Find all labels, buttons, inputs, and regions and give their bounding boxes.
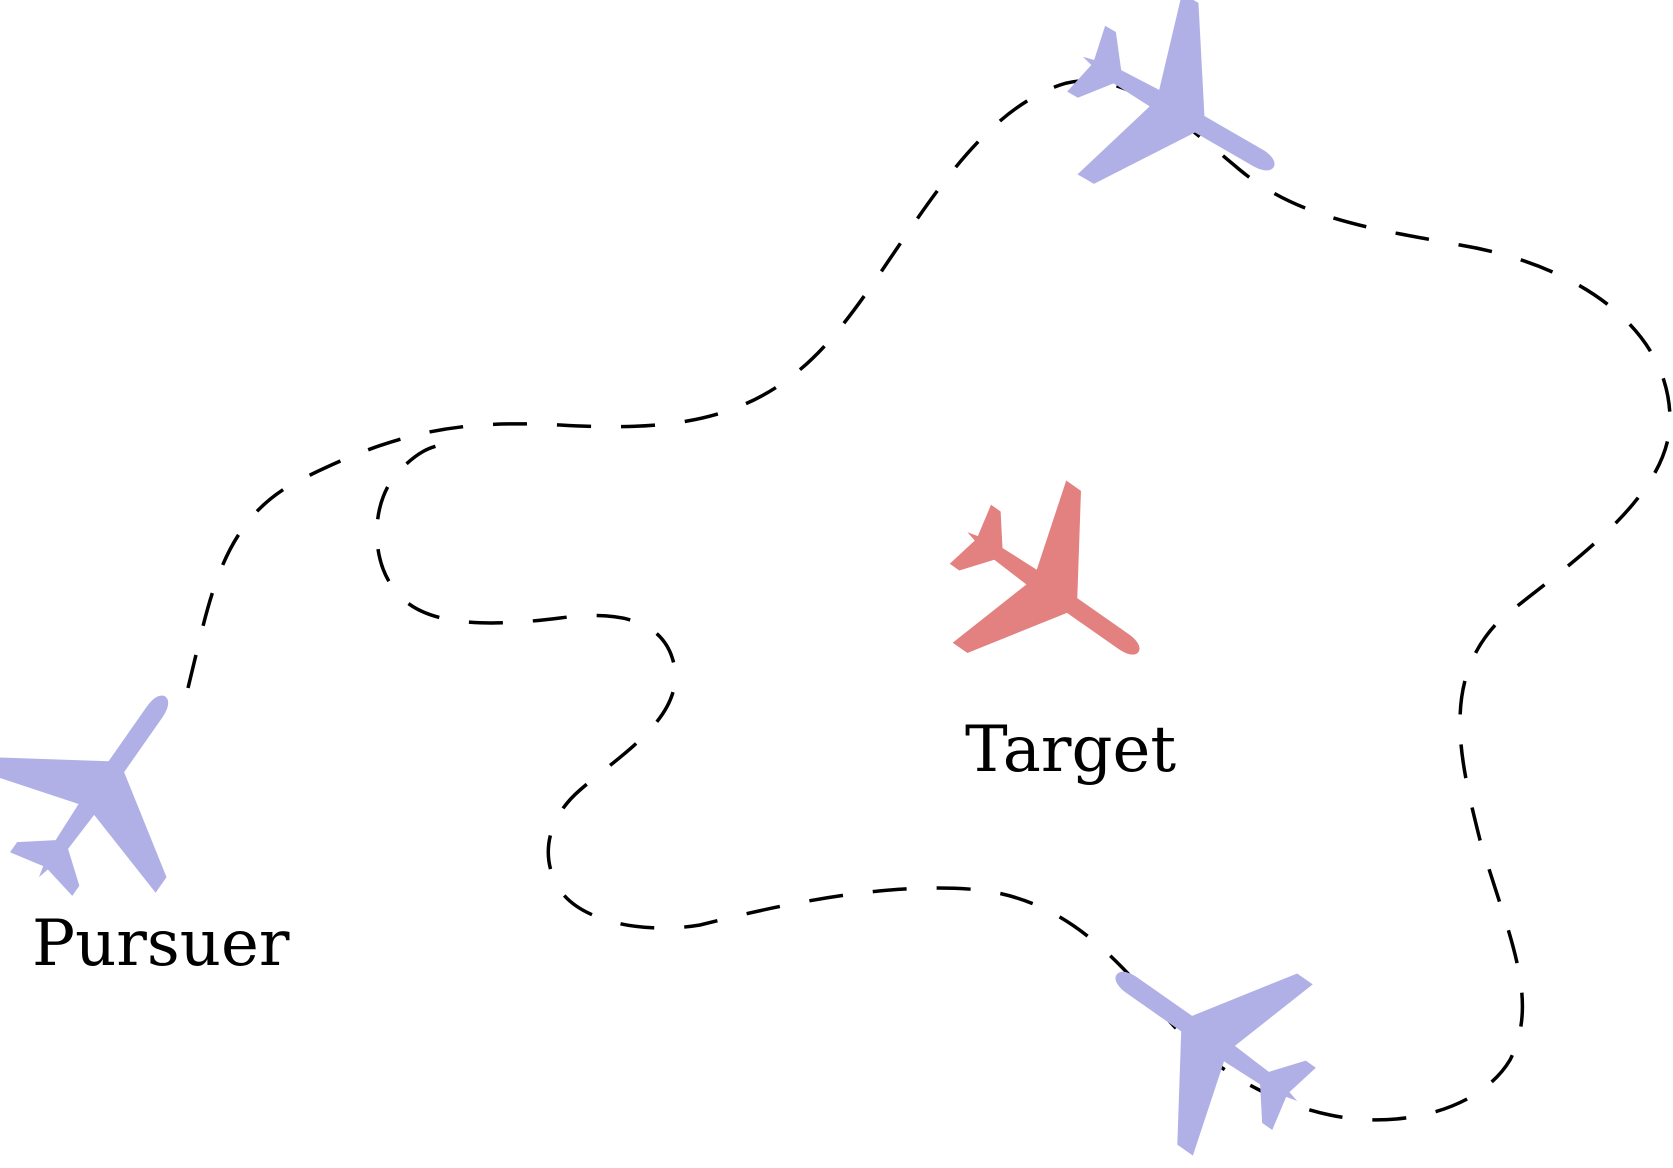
pursuer-airplane-icon [0,636,251,938]
pursuer-airplane-icon [1030,0,1326,258]
pursuer-label: Pursuer [32,907,290,981]
pursuer-airplane-icon [1056,889,1358,1168]
target-airplane-icon [910,451,1196,734]
target-label: Target [965,713,1177,787]
trajectory-path [186,79,1672,1122]
